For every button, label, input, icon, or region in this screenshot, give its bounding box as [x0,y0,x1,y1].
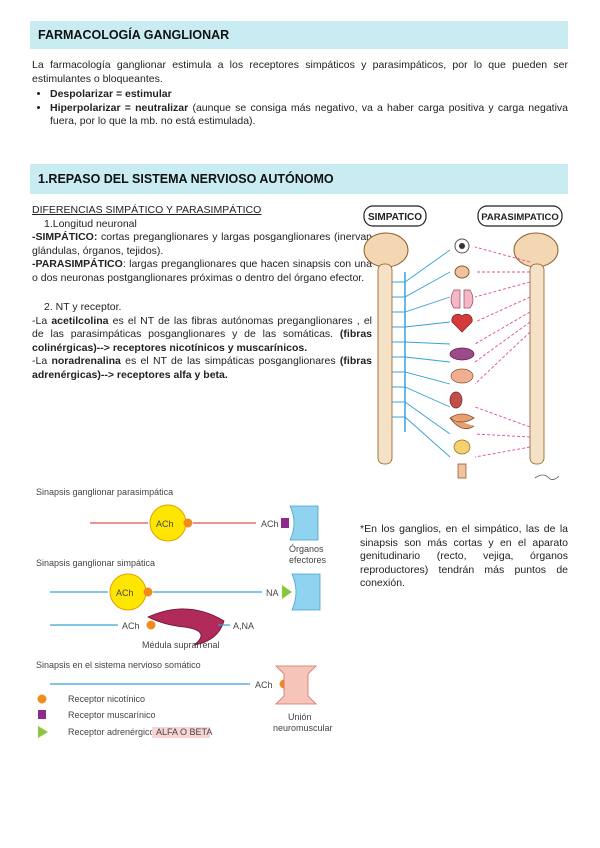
signature-mark [534,474,560,480]
legend-adrenergic-label: Receptor adrenérgico [68,727,155,737]
na-label: NA [266,588,279,598]
bullet-item: Despolarizar = estimular [50,88,568,102]
alfa-beta-highlight [152,727,210,738]
legend-nicotinic-icon [37,694,47,704]
neuromuscular-label: neuromuscular [273,723,333,733]
simpatico-paragraph: -SIMPÁTICO: cortas preganglionares y lar… [32,231,372,257]
effector-organ [291,573,321,611]
adrenergic-receptor [282,585,292,599]
neuromuscular-junction [275,665,317,705]
acetilcolina-paragraph: -La acetilcolina es el NT de las fibras … [32,314,372,354]
bladder-icon [453,439,471,455]
parasympathetic-fibers [474,246,531,458]
legend-muscarinic-icon [38,710,46,719]
heart-icon [451,313,473,333]
section-title-farmacologia: FARMACOLOGÍA GANGLIONAR [30,21,568,49]
spinal-cord-right [529,263,545,465]
brain-right [513,232,559,268]
legend-adrenergic-icon [38,726,48,738]
list-item-2: 2. NT y receptor. [44,301,122,313]
noradrenalina-paragraph: -La noradrenalina es el NT de las simpát… [32,355,372,381]
simpatico-tag-label: SIMPATICO [368,212,422,223]
sympathetic-fibers [392,249,451,458]
title-sinapsis-simpatica: Sinapsis ganglionar simpática [36,558,155,568]
legend-nicotinic-label: Receptor nicotínico [68,694,145,704]
section-title-repaso: 1.REPASO DEL SISTEMA NERVIOSO AUTÓNOMO [30,164,568,194]
efectores-label: efectores [289,555,327,565]
section-title-text: FARMACOLOGÍA GANGLIONAR [38,28,230,42]
bullet-item: Hiperpolarizar = neutralizar (aunque se … [50,102,568,129]
snc-text-column: DIFERENCIAS SIMPÁTICO Y PARASIMPÁTICO 1.… [32,204,372,382]
union-label: Unión [288,712,312,722]
effector-organ [289,505,319,541]
muscarinic-receptor [281,518,289,528]
a-na-label: A,NA [233,621,254,631]
ach-label: ACh [116,588,134,598]
parasimpatico-tag-label: PARASIMPATICO [481,212,559,223]
liver-icon [449,347,475,361]
list-item-1: 1.Longitud neuronal [44,217,137,230]
kidney-icon [449,391,463,409]
adrenal-medulla [147,608,225,646]
legend-muscarinic-label: Receptor muscarínico [68,710,156,720]
intro-paragraph: La farmacología ganglionar estimula a lo… [32,59,568,85]
organos-label: Órganos [289,544,324,554]
parasimpatico-paragraph: -PARASIMPÁTICO: largas preganglionares q… [32,258,372,284]
synapse-diagram: Sinapsis ganglionar parasimpática ACh AC… [36,487,333,738]
brain-left [363,232,409,268]
alfa-beta-label: ALFA O BETA [156,727,212,737]
nicotinic-receptor [146,620,156,630]
ach-label: ACh [156,519,174,529]
bullet-list: Despolarizar = estimular Hiperpolarizar … [32,88,568,129]
title-sinapsis-parasimpatica: Sinapsis ganglionar parasimpática [36,487,173,497]
note-paragraph: *En los ganglios, en el simpático, las d… [360,523,568,589]
title-sinapsis-somatica: Sinapsis en el sistema nervioso somático [36,660,201,670]
stomach-icon [450,368,474,384]
ach-label: ACh [122,621,140,631]
anatomy-illustration: SIMPATICO PARASIMPATICO [363,205,563,480]
lungs-icon [450,289,474,309]
intestine-icon [449,413,475,430]
ach-label: ACh [261,519,279,529]
section-title-text: 1.REPASO DEL SISTEMA NERVIOSO AUTÓNOMO [38,172,334,186]
nicotinic-receptor [143,587,153,597]
gland-icon [454,265,470,279]
nicotinic-receptor [183,518,193,528]
simpatico-tag [363,205,427,227]
medula-label: Médula suprarrenal [142,640,220,650]
subtitle: DIFERENCIAS SIMPÁTICO Y PARASIMPÁTICO [32,204,262,216]
reproductive-icon [457,463,467,479]
parasimpatico-tag [477,205,563,227]
ach-label: ACh [255,680,273,690]
spinal-cord-left [377,263,393,465]
